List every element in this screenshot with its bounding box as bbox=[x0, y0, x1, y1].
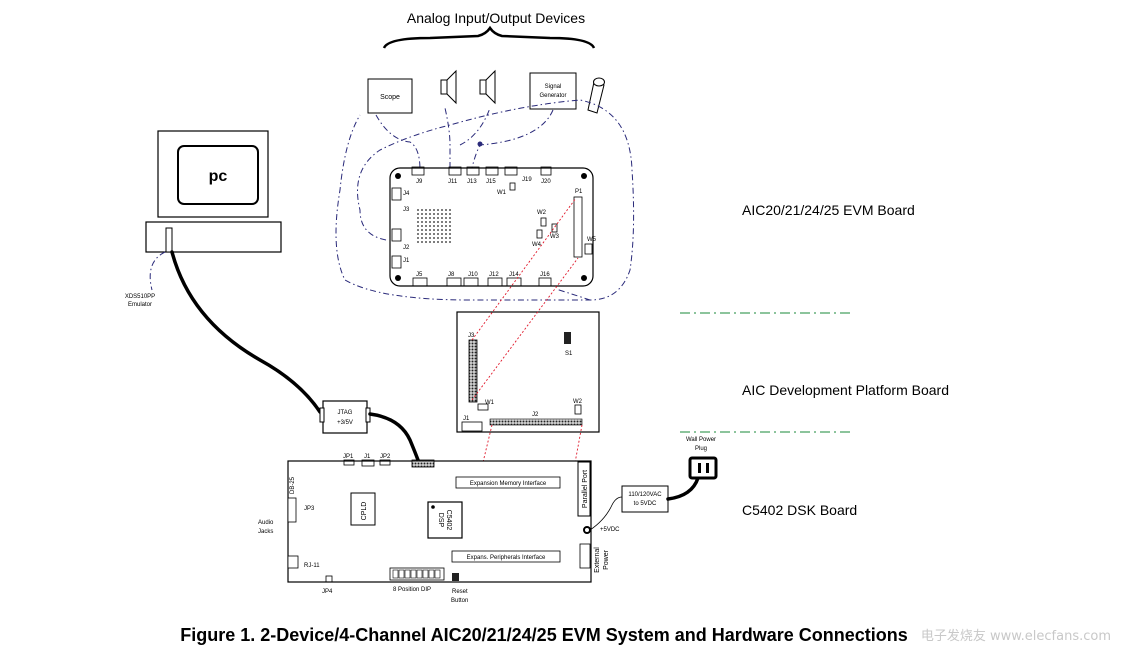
dsk-ext-power-1: External bbox=[594, 547, 601, 573]
scope-signal-path bbox=[375, 114, 421, 171]
svg-text:W4: W4 bbox=[532, 242, 542, 248]
speaker-1-signal-path bbox=[444, 107, 451, 168]
dsk-db25: DB-25 bbox=[290, 476, 296, 494]
audio-jacks-label-2: Jacks bbox=[258, 529, 273, 535]
evm-signal-loop bbox=[335, 99, 635, 301]
dsk-board-label: C5402 DSK Board bbox=[742, 502, 857, 518]
wall-power-label-1: Wall Power bbox=[686, 437, 716, 443]
diagram-title: Analog Input/Output Devices bbox=[407, 10, 585, 26]
microphone-icon bbox=[587, 77, 605, 114]
pc-label: pc bbox=[209, 168, 228, 185]
platform-w2: W2 bbox=[573, 399, 583, 405]
adapter-label-1: 110/120VAC bbox=[628, 492, 662, 498]
watermark-logo: 电子发烧友 www.elecfans.com bbox=[920, 629, 1111, 644]
signal-gen-label-1: Signal bbox=[545, 84, 562, 90]
dsk-j1: J1 bbox=[364, 454, 371, 460]
dsk-rj11: RJ-11 bbox=[304, 563, 320, 569]
wall-power-label-2: Plug bbox=[695, 446, 707, 452]
platform-j3: J3 bbox=[468, 333, 475, 339]
signal-generator-device: Signal Generator bbox=[529, 72, 577, 110]
svg-text:J14: J14 bbox=[509, 272, 519, 278]
svg-text:J16: J16 bbox=[540, 272, 550, 278]
jtag-label-1: JTAG bbox=[338, 410, 353, 416]
dsk-cpld: CPLD bbox=[361, 502, 368, 521]
svg-text:J9: J9 bbox=[416, 179, 423, 185]
jtag-cable-pc bbox=[170, 250, 322, 414]
speaker-1-icon bbox=[440, 69, 457, 105]
dsk-board: JP1 J1 JP2 DB-25 JP3 CPLD C5402 DSP Expa… bbox=[287, 454, 620, 583]
platform-j2: J2 bbox=[532, 412, 539, 418]
svg-text:J15: J15 bbox=[486, 179, 496, 185]
power-adapter: 110/120VAC to 5VDC bbox=[621, 485, 669, 513]
emulator-label-2: Emulator bbox=[128, 302, 152, 308]
title-brace bbox=[382, 25, 596, 49]
dsk-jp2: JP2 bbox=[380, 454, 391, 460]
interconnect-line-2 bbox=[471, 257, 579, 401]
dsk-parallel-port: Parallel Port bbox=[582, 470, 589, 508]
adapter-label-2: to 5VDC bbox=[634, 501, 657, 507]
speaker-2-icon bbox=[479, 69, 496, 105]
reset-label-2: Button bbox=[451, 598, 468, 604]
speaker-2-signal-path bbox=[459, 107, 491, 146]
svg-text:J20: J20 bbox=[541, 179, 551, 185]
junction-dot bbox=[477, 141, 483, 147]
svg-text:J11: J11 bbox=[448, 179, 458, 185]
platform-w1: W1 bbox=[485, 400, 495, 406]
svg-text:J13: J13 bbox=[467, 179, 477, 185]
platform-j1: J1 bbox=[463, 416, 470, 422]
svg-text:J10: J10 bbox=[468, 272, 478, 278]
dsk-dsp-1: C5402 bbox=[445, 510, 452, 531]
jtag-label-2: +3/5V bbox=[337, 420, 353, 426]
svg-text:J12: J12 bbox=[489, 272, 499, 278]
svg-text:J1: J1 bbox=[403, 258, 410, 264]
svg-text:J3: J3 bbox=[403, 207, 410, 213]
svg-text:J8: J8 bbox=[448, 272, 455, 278]
svg-text:W1: W1 bbox=[497, 190, 507, 196]
svg-text:J2: J2 bbox=[403, 245, 410, 251]
pc-computer-icon: pc bbox=[145, 130, 282, 253]
dsk-ext-power-2: Power bbox=[603, 549, 610, 570]
dsk-exp-mem: Expansion Memory Interface bbox=[470, 481, 547, 487]
svg-text:J19: J19 bbox=[522, 177, 532, 183]
svg-text:W2: W2 bbox=[537, 210, 547, 216]
mic-signal-path bbox=[555, 288, 591, 301]
emulator-label-1: XDS510PP bbox=[125, 294, 155, 300]
svg-text:J5: J5 bbox=[416, 272, 423, 278]
svg-text:J4: J4 bbox=[403, 191, 410, 197]
reset-label-1: Reset bbox=[452, 589, 468, 595]
jtag-cable-dsk bbox=[368, 412, 420, 462]
svg-text:W3: W3 bbox=[550, 234, 560, 240]
dip-switch-label: 8 Position DIP bbox=[393, 587, 431, 593]
svg-text:W5: W5 bbox=[587, 237, 597, 243]
platform-s1: S1 bbox=[565, 351, 573, 357]
dsk-dsp-2: DSP bbox=[437, 513, 444, 528]
scope-label: Scope bbox=[380, 94, 400, 101]
audio-jacks-label-1: Audio bbox=[258, 520, 274, 526]
evm-board-label: AIC20/21/24/25 EVM Board bbox=[742, 202, 915, 218]
figure-caption: Figure 1. 2-Device/4-Channel AIC20/21/24… bbox=[180, 625, 908, 645]
scope-device: Scope bbox=[367, 78, 413, 114]
wall-power-cable bbox=[666, 476, 700, 501]
generator-signal-path bbox=[471, 109, 554, 169]
signal-gen-label-2: Generator bbox=[539, 93, 566, 99]
wall-plug-icon bbox=[688, 456, 718, 480]
platform-board: J3 S1 J1 W1 J2 W2 bbox=[456, 311, 600, 433]
dsk-jp4: JP4 bbox=[322, 589, 333, 595]
power-lead bbox=[589, 496, 623, 531]
dsk-jp3: JP3 bbox=[304, 506, 315, 512]
interconnect-line-1 bbox=[471, 197, 577, 341]
emulator-dashed-path bbox=[149, 251, 166, 291]
jtag-pod: JTAG +3/5V bbox=[319, 400, 371, 434]
platform-board-label: AIC Development Platform Board bbox=[742, 382, 949, 398]
svg-text:P1: P1 bbox=[575, 189, 583, 195]
dsk-plus5: +5VDC bbox=[600, 527, 620, 533]
dsk-jp1: JP1 bbox=[343, 454, 354, 460]
dsk-exp-per: Expans. Peripherals Interface bbox=[467, 555, 546, 561]
evm-board: J9 J11 J13 J15 J19 J20 J4 J3 J2 J1 J5 J8… bbox=[389, 166, 597, 287]
